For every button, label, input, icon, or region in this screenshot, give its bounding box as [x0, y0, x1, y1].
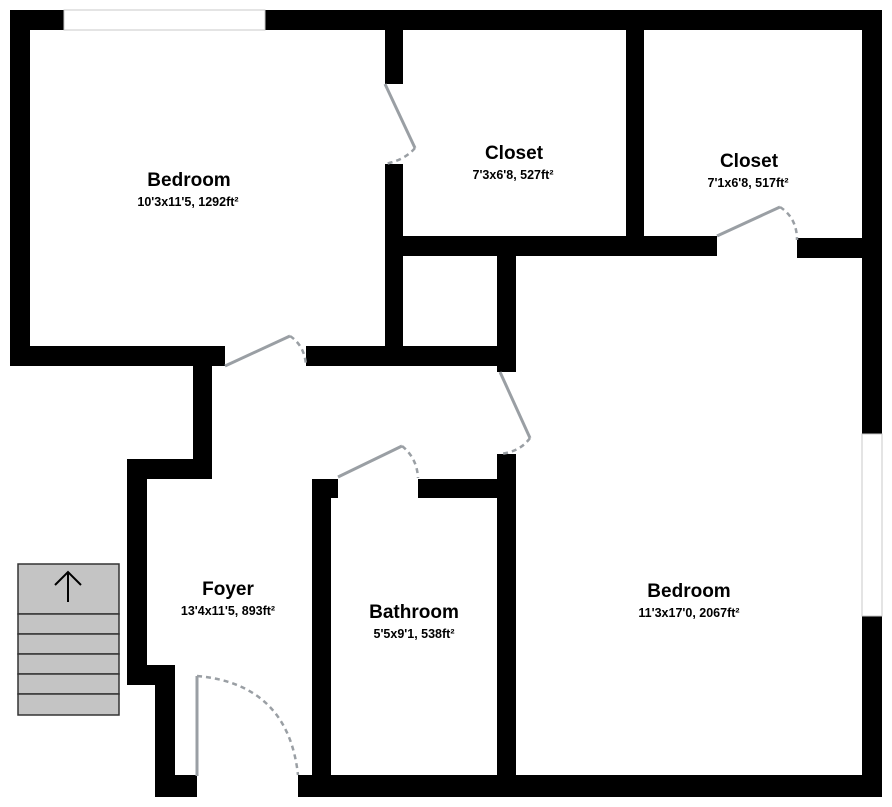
wall-bedroom2-left-lower: [497, 454, 516, 797]
wall-right-upper: [862, 10, 882, 434]
wall-left-bedroom1: [10, 10, 30, 366]
walls: [10, 10, 882, 797]
door-bedroom1-closet[interactable]: [383, 83, 417, 166]
wall-bedroom1-closet-lower: [385, 164, 403, 364]
room-name-closet-1: Closet: [485, 143, 544, 164]
room-name-foyer: Foyer: [202, 579, 254, 600]
wall-pantry-right: [497, 256, 516, 372]
wall-bottom-left: [155, 775, 197, 797]
wall-foyer-step: [127, 459, 212, 479]
wall-right-lower: [862, 616, 882, 797]
wall-bedroom1-closet-upper: [385, 10, 403, 84]
room-name-closet-2: Closet: [720, 151, 779, 172]
room-dims-bedroom-1: 10'3x11'5, 1292ft²: [137, 195, 238, 209]
room-dims-closet-2: 7'1x6'8, 517ft²: [708, 176, 789, 190]
room-dims-closet-1: 7'3x6'8, 527ft²: [473, 168, 554, 182]
wall-foyer-upper-left: [193, 364, 212, 476]
room-name-bedroom-2: Bedroom: [647, 581, 730, 602]
stairs: [17, 563, 120, 716]
wall-foyer-left: [127, 459, 147, 685]
wall-bedroom1-bottom-left: [10, 346, 225, 366]
door-bedroom2[interactable]: [498, 371, 532, 456]
wall-top-right: [265, 10, 882, 30]
door-closet2[interactable]: [716, 205, 799, 241]
room-dims-bathroom: 5'5x9'1, 538ft²: [374, 627, 455, 641]
wall-closets-bottom-left: [385, 236, 717, 256]
room-dims-bedroom-2: 11'3x17'0, 2067ft²: [638, 606, 739, 620]
room-name-bathroom: Bathroom: [369, 602, 459, 623]
wall-foyer-left-lower: [155, 665, 175, 797]
wall-closets-bottom-right: [797, 238, 882, 258]
wall-closet-divider: [626, 10, 644, 256]
wall-bedroom1-bottom-right: [306, 346, 516, 366]
door-entry[interactable]: [195, 674, 300, 776]
wall-bathroom-top-right: [418, 479, 516, 498]
room-name-bedroom-1: Bedroom: [147, 170, 230, 191]
door-bedroom1[interactable]: [224, 334, 308, 368]
wall-bathroom-left: [312, 479, 331, 797]
window-right: [861, 433, 883, 617]
window-top: [63, 9, 266, 31]
wall-bathroom-top-left: [312, 479, 338, 498]
room-dims-foyer: 13'4x11'5, 893ft²: [181, 604, 275, 618]
door-bathroom[interactable]: [337, 444, 420, 479]
stairs-up-arrow-icon: [54, 570, 82, 602]
wall-bottom-right: [298, 775, 882, 797]
